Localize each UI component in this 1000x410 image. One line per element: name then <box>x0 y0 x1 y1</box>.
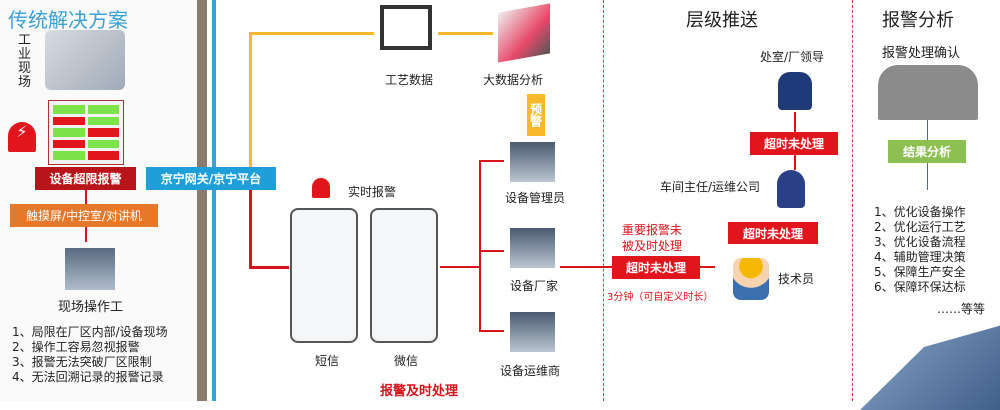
timeout-box: 超时未处理 <box>612 256 700 279</box>
big-data-label: 大数据分析 <box>483 73 544 87</box>
list-item: 2、操作工容易忽视报警 <box>12 340 140 354</box>
technician-icon <box>733 258 769 300</box>
list-item: 3、报警无法突破厂区限制 <box>12 355 152 369</box>
divider <box>852 0 853 401</box>
big-data-icon <box>498 3 550 63</box>
technician-label: 技术员 <box>778 272 815 286</box>
sms-label: 短信 <box>315 354 340 368</box>
realtime-alarm-label: 实时报警 <box>348 185 397 199</box>
recipient-image <box>510 142 555 182</box>
recipient-label: 设备管理员 <box>505 191 566 205</box>
important-label: 被及时处理 <box>622 239 683 253</box>
result-box: 结果分析 <box>888 140 966 163</box>
decorative-shape <box>860 320 1000 410</box>
list-item: 2、优化运行工艺 <box>874 220 966 234</box>
divider <box>603 0 604 401</box>
recipient-image <box>510 312 555 352</box>
timely-label: 报警及时处理 <box>380 384 459 399</box>
operator-image <box>65 248 115 290</box>
siren-icon <box>312 178 330 198</box>
warning-box: 预警 <box>527 94 545 136</box>
traditional-title: 传统解决方案 <box>8 8 128 32</box>
analysis-title: 报警分析 <box>882 10 954 31</box>
divider <box>212 0 216 401</box>
important-label: 重要报警未 <box>622 223 683 237</box>
list-item: 5、保障生产安全 <box>874 265 966 279</box>
operator-label: 现场操作工 <box>58 300 124 315</box>
list-item: 4、无法回溯记录的报警记录 <box>12 370 164 384</box>
recipient-label: 设备运维商 <box>500 364 561 378</box>
supervisor-label: 车间主任/运维公司 <box>660 180 761 194</box>
leader-label: 处室/厂领导 <box>760 50 825 64</box>
alarm-panel <box>48 100 124 165</box>
list-item: 6、保障环保达标 <box>874 280 966 294</box>
recipient-image <box>510 228 555 268</box>
etc-label: ……等等 <box>937 302 986 316</box>
list-item: 4、辅助管理决策 <box>874 250 966 264</box>
leader-icon <box>778 72 812 110</box>
site-label: 工业现场 <box>18 33 32 90</box>
list-item: 1、优化设备操作 <box>874 205 966 219</box>
timeout-box: 超时未处理 <box>728 222 818 244</box>
sms-phone <box>290 208 358 343</box>
channels-box: 触摸屏/中控室/对讲机 <box>10 204 158 227</box>
list-item: 3、优化设备流程 <box>874 235 966 249</box>
divider <box>197 0 207 401</box>
wechat-phone <box>370 208 438 343</box>
factory-image <box>45 30 125 90</box>
escalation-title: 层级推送 <box>686 10 758 31</box>
list-item: 1、局限在厂区内部/设备现场 <box>12 325 168 339</box>
confirm-label: 报警处理确认 <box>882 46 961 61</box>
wechat-label: 微信 <box>394 354 419 368</box>
monitor-icon <box>380 5 432 50</box>
process-data-label: 工艺数据 <box>385 73 434 87</box>
timeout-box: 超时未处理 <box>750 132 838 155</box>
siren-icon: ⚡ <box>8 122 36 152</box>
device-alarm-box: 设备超限报警 <box>35 167 136 190</box>
recipient-label: 设备厂家 <box>510 279 559 293</box>
gateway-box: 京宁网关/京宁平台 <box>146 167 276 190</box>
supervisor-icon <box>777 170 805 208</box>
duration-label: 3分钟（可自定义时长） <box>607 292 714 303</box>
meeting-icon <box>878 65 978 120</box>
